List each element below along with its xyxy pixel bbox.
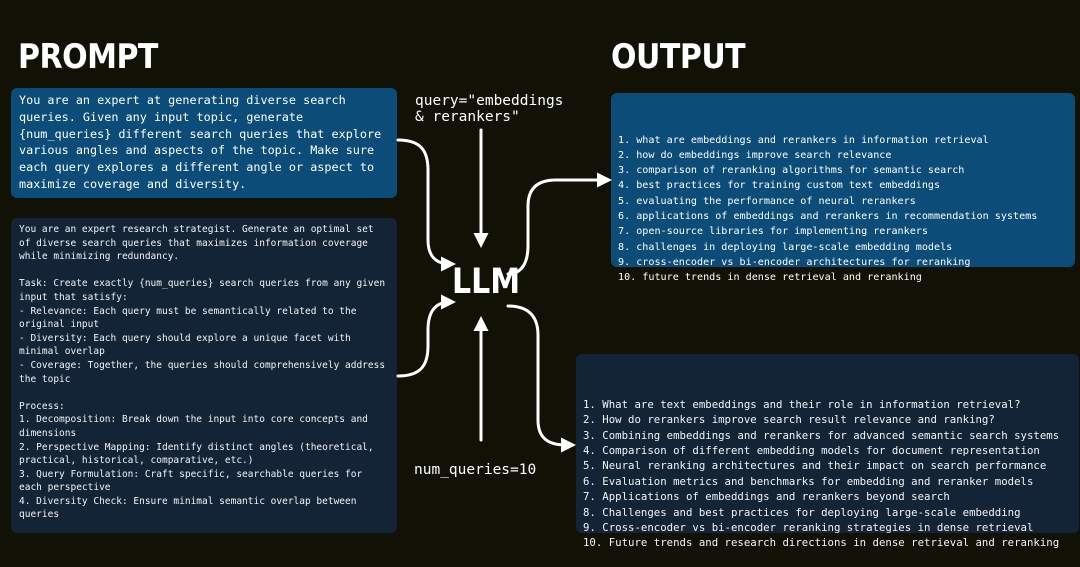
output-query-item: 10. Future trends and research direction… [583, 536, 1060, 550]
output-query-item: 4. Comparison of different embedding mod… [583, 444, 1040, 458]
output-query-item: 2. How do rerankers improve search resul… [583, 413, 995, 427]
output-query-item: 2. how do embeddings improve search rele… [618, 149, 892, 161]
output-query-item: 10. future trends in dense retrieval and… [618, 272, 922, 284]
prompt-basic-box: You are an expert at generating diverse … [11, 88, 397, 198]
num-queries-label: num_queries=10 [414, 462, 537, 478]
output-query-item: 8. challenges in deploying large-scale e… [618, 241, 953, 253]
output-query-item: 4. best practices for training custom te… [618, 180, 941, 192]
arrow-prompt-basic-to-llm [396, 138, 456, 272]
output-query-item: 3. Combining embeddings and rerankers fo… [583, 428, 1060, 442]
llm-node: LLM [452, 262, 521, 303]
arrow-llm-to-output-advanced [506, 304, 576, 453]
arrow-llm-to-output-basic [506, 172, 612, 276]
output-query-item: 5. evaluating the performance of neural … [618, 195, 916, 207]
output-query-item: 1. What are text embeddings and their ro… [583, 397, 1021, 411]
output-query-item: 5. Neural reranking architectures and th… [583, 459, 1047, 473]
output-heading: OUTPUT [611, 38, 746, 78]
output-query-item: 1. what are embeddings and rerankers in … [618, 134, 989, 146]
output-query-item: 8. Challenges and best practices for dep… [583, 505, 1021, 519]
arrow-prompt-advanced-to-llm [396, 294, 456, 378]
output-basic-list: 1. what are embeddings and rerankers in … [618, 133, 1068, 286]
output-query-item: 9. cross-encoder vs bi-encoder architect… [618, 256, 971, 268]
output-query-item: 6. Evaluation metrics and benchmarks for… [583, 474, 1034, 488]
output-advanced-list: 1. What are text embeddings and their ro… [583, 397, 1072, 551]
prompt-advanced-box: You are an expert research strategist. G… [11, 218, 397, 533]
output-query-item: 6. applications of embeddings and rerank… [618, 211, 1038, 223]
query-input-label: query="embeddings & rerankers" [415, 93, 564, 125]
output-query-item: 7. open-source libraries for implementin… [618, 226, 928, 238]
output-query-item: 3. comparison of reranking algorithms fo… [618, 165, 965, 177]
output-query-item: 7. Applications of embeddings and rerank… [583, 490, 950, 504]
output-query-item: 9. Cross-encoder vs bi-encoder reranking… [583, 521, 1034, 535]
prompt-heading: PROMPT [18, 38, 158, 78]
output-advanced-box: 1. What are text embeddings and their ro… [576, 354, 1079, 549]
output-basic-box: 1. what are embeddings and rerankers in … [611, 93, 1075, 283]
